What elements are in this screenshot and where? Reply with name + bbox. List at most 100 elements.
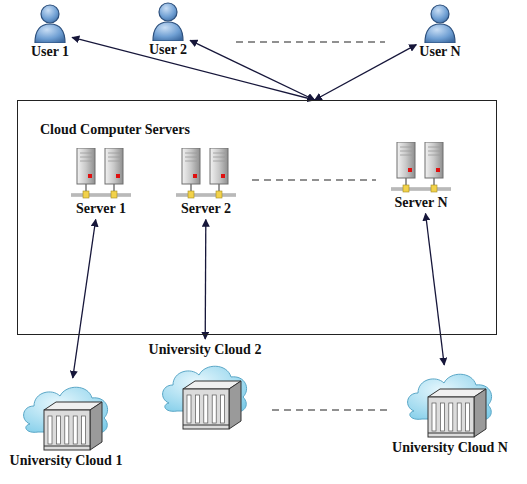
user-head (41, 5, 59, 23)
bidirectional-arrow (426, 214, 445, 366)
network-bar (71, 195, 131, 196)
building-side (474, 389, 486, 437)
server-icon (71, 148, 131, 200)
server-slot (428, 147, 440, 148)
server-slot (213, 153, 225, 154)
node-label: User 1 (31, 43, 69, 61)
ellipsis-dash (272, 409, 388, 410)
building-column (449, 403, 453, 431)
cloud-icon (157, 359, 253, 431)
user-node: User 1 (29, 2, 71, 62)
building-column (48, 416, 52, 444)
building-front (44, 410, 90, 450)
building-side (229, 381, 241, 429)
network-port (83, 191, 89, 198)
server-led (193, 174, 197, 178)
building-column (82, 416, 86, 444)
server-slot (80, 157, 92, 158)
server-node: Server N (389, 141, 453, 213)
server-led (88, 174, 92, 178)
server-slot (108, 153, 120, 154)
building-column (65, 416, 69, 444)
building-column (432, 403, 436, 431)
network-port (216, 191, 222, 198)
user-icon (32, 3, 68, 43)
ellipsis-dash (236, 41, 385, 42)
building-column (221, 395, 225, 423)
user-node: User 2 (147, 0, 189, 60)
building-column (56, 416, 60, 444)
server-icon (391, 142, 451, 194)
building-column (204, 395, 208, 423)
building-step (183, 424, 229, 425)
server-slot (185, 157, 197, 158)
user-icon (422, 3, 458, 43)
server-slot (213, 161, 225, 162)
node-label: User 2 (149, 41, 187, 59)
network-bar (391, 188, 451, 191)
server-slot (400, 147, 412, 148)
building-front (428, 397, 474, 437)
node-label: University Cloud 2 (149, 341, 262, 359)
building-column (212, 395, 216, 423)
user-node: User N (417, 2, 462, 62)
building-step (428, 433, 474, 434)
server-led (408, 168, 412, 172)
server-slot (185, 153, 197, 154)
node-label: Server 2 (181, 200, 231, 218)
group-heading: Cloud Computer Servers (40, 121, 190, 139)
server-node: Server 2 (174, 147, 238, 219)
network-bar (176, 195, 236, 196)
server-node: Server 1 (69, 147, 133, 219)
ellipsis-dash (252, 179, 376, 180)
node-label: University Cloud 1 (10, 452, 123, 470)
server-tower (77, 148, 95, 184)
node-label: Server 1 (76, 200, 126, 218)
node-label: Server N (395, 194, 448, 212)
building-column (466, 403, 470, 431)
server-tower (182, 148, 200, 184)
network-bar (391, 189, 451, 190)
network-port (431, 185, 437, 192)
server-tower (210, 148, 228, 184)
server-slot (213, 157, 225, 158)
cloud-icon (402, 367, 498, 439)
bidirectional-arrow (190, 40, 314, 100)
cloud-icon (18, 380, 114, 452)
server-led (436, 168, 440, 172)
user-body (153, 22, 183, 41)
server-icon (176, 148, 236, 200)
bidirectional-arrow (73, 220, 96, 379)
user-head (159, 3, 177, 21)
bidirectional-arrow (315, 45, 417, 100)
building-column (73, 416, 77, 444)
building-column (195, 395, 199, 423)
server-slot (428, 151, 440, 152)
node-label: University Cloud N (392, 439, 508, 457)
network-port (188, 191, 194, 198)
cloud-node: University Cloud N (390, 366, 510, 458)
building-side (90, 402, 102, 450)
building-column (187, 395, 191, 423)
server-slot (400, 155, 412, 156)
server-slot (400, 151, 412, 152)
bidirectional-arrow (205, 220, 207, 340)
server-slot (108, 161, 120, 162)
cloud-node: University Cloud 1 (8, 379, 125, 471)
server-tower (425, 142, 443, 178)
network-bar (71, 194, 131, 197)
building-step (44, 446, 90, 447)
network-port (403, 185, 409, 192)
bidirectional-arrow (72, 37, 314, 100)
server-tower (105, 148, 123, 184)
node-label: User N (419, 43, 460, 61)
building-column (457, 403, 461, 431)
server-slot (108, 157, 120, 158)
server-slot (80, 161, 92, 162)
network-bar (176, 194, 236, 197)
cloud-node: University Cloud 2 (147, 340, 264, 432)
server-tower (397, 142, 415, 178)
building-column (440, 403, 444, 431)
user-body (35, 24, 65, 43)
server-led (116, 174, 120, 178)
